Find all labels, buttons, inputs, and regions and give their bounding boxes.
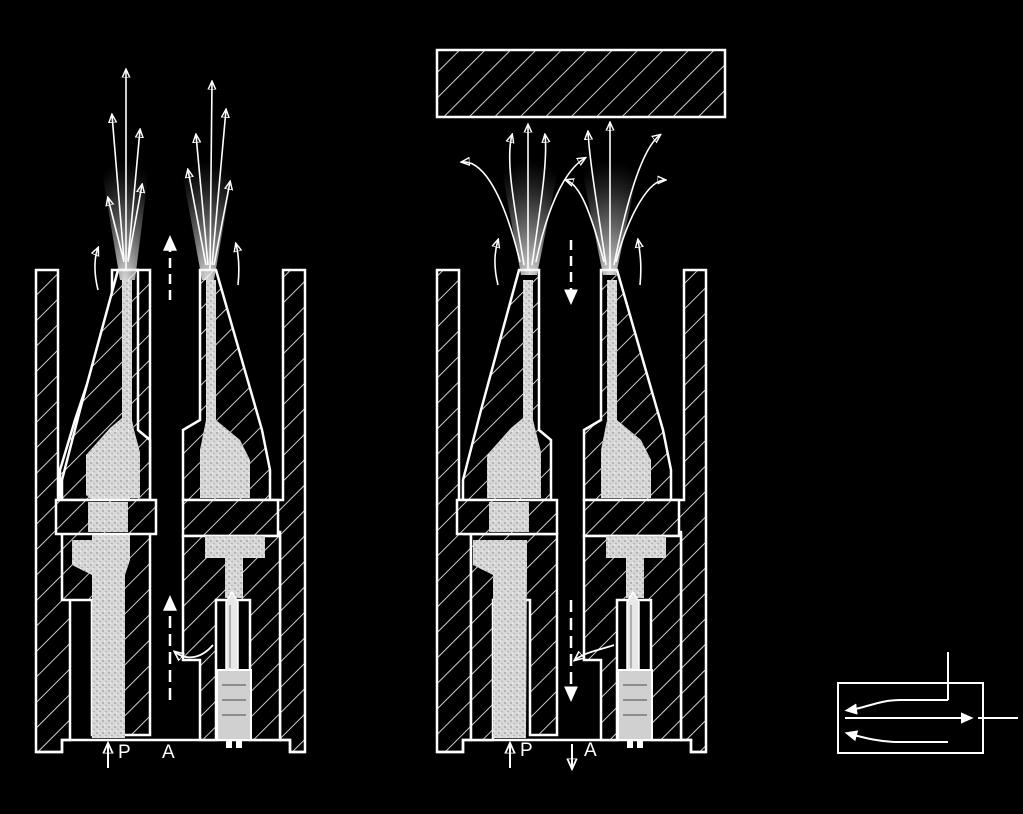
left-nozzle-2-lower xyxy=(181,534,282,742)
right-nozzle-1-stem xyxy=(473,540,527,738)
right-nozzle-1-channel xyxy=(487,280,541,498)
left-plume-2 xyxy=(180,160,235,280)
right-nozzle-2-lower xyxy=(582,534,683,742)
right-plume-1 xyxy=(500,160,560,275)
right-nozzle-2-collar-core xyxy=(606,536,666,558)
right-supply-port-label: P xyxy=(520,740,534,761)
right-needle-valve xyxy=(617,590,653,748)
baffle-plate xyxy=(435,48,727,119)
right-jet-arrows-1 xyxy=(462,125,585,286)
valve-symbol-upper-path xyxy=(844,699,948,715)
left-outlet-branch-arrow xyxy=(175,644,214,657)
left-nozzle-2-collar xyxy=(181,498,280,538)
right-outlet-branch-arrow xyxy=(575,644,615,660)
valve-symbol-lower-path xyxy=(844,730,948,743)
left-jet-arrows-2 xyxy=(188,82,239,286)
left-nozzle-1-collar-core xyxy=(88,502,128,532)
right-nozzle-1-collar-core xyxy=(489,502,529,532)
left-assembly xyxy=(34,70,307,768)
right-outlet-port-label: A xyxy=(584,740,598,761)
left-nozzle-2-stem-core xyxy=(225,558,243,598)
left-needle-valve xyxy=(216,590,252,748)
right-jet-arrows-2 xyxy=(566,123,665,286)
right-assembly xyxy=(435,48,727,768)
left-supply-port-label: P xyxy=(118,742,132,763)
left-nozzle-2-collar-core xyxy=(205,536,265,558)
left-base-rim xyxy=(36,738,305,754)
left-jet-arrows-1 xyxy=(95,70,142,291)
right-nozzle-2-stem-core xyxy=(626,558,644,598)
left-nozzle-2-channel xyxy=(200,280,250,498)
valve-symbol xyxy=(837,652,1018,754)
left-plume-1 xyxy=(100,160,150,280)
right-base-rim xyxy=(437,738,706,754)
right-nozzle-2-collar xyxy=(582,498,681,538)
left-outlet-port-label: A xyxy=(162,742,176,763)
right-nozzle-2-channel xyxy=(601,280,651,498)
